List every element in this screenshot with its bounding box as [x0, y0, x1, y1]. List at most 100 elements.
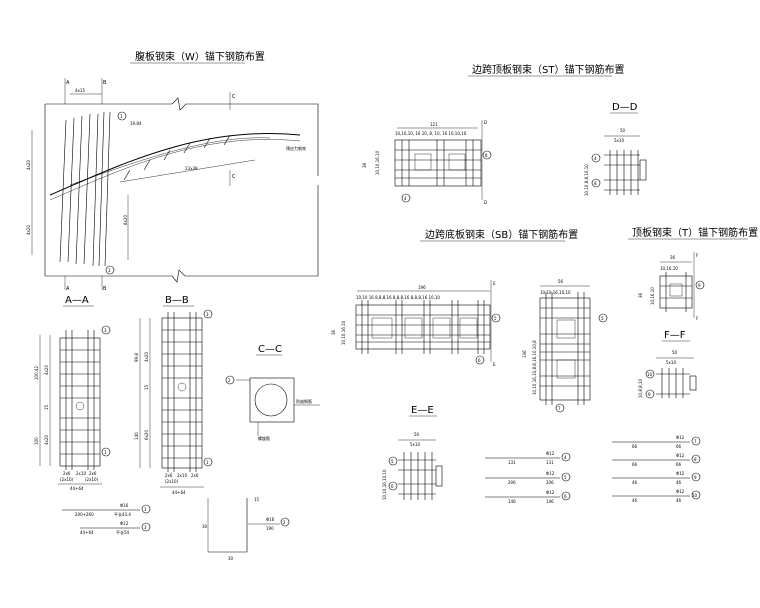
dd-sp: 5x10 [614, 138, 624, 143]
t-panel: 顶板钢束（T）锚下钢筋布置 36 10,16,10 10,16,10 36 F … [628, 226, 758, 321]
bb-b2: 2x10 [177, 473, 187, 478]
bar4-len: 131 [508, 460, 516, 465]
st-top: 121 [430, 122, 438, 127]
aa-d1: 100.42 [34, 366, 39, 380]
bar1-len: 200+260 [75, 512, 94, 517]
bar3-d: Φ12 [120, 521, 129, 526]
bar6-d: Φ12 [546, 490, 555, 495]
sb-e-top: E [493, 281, 496, 286]
dim-arc2: 23x39 [185, 166, 198, 171]
st-h: 36 [362, 162, 367, 168]
web-panel: 腹板钢束（W）锚下钢筋布置 A B A B C C 4x15 4x20 4x20 [26, 50, 319, 292]
dim-left2: 4x20 [26, 225, 31, 235]
bar9-n: 9 [694, 475, 697, 480]
bar10-n: 10 [692, 493, 698, 498]
t-top: 36 [670, 255, 676, 260]
bar9-len: 46 [632, 480, 638, 485]
bar8-d2: 66 [676, 462, 682, 467]
bar1-d: Φ16 [120, 503, 129, 508]
svg-text:2: 2 [228, 378, 231, 383]
t-h: 36 [638, 292, 643, 298]
t-title: 顶板钢束（T）锚下钢筋布置 [632, 226, 758, 239]
sb-spacing: 10,10 16 8,8,8,16 8,8,8,16 8,8,8,16 10,1… [356, 295, 440, 300]
bar-schedule-mid: 131 Φ12 131 4 206 Φ12 206 5 146 Φ12 146 … [485, 451, 571, 504]
st-d-top: D [484, 120, 487, 125]
bar5-n: 5 [564, 475, 567, 480]
ee-left: 10,10,16,10,10 [382, 469, 387, 500]
bar2-n: 2 [283, 520, 286, 525]
cut-c-top: C [232, 94, 236, 100]
ff-sp: 5x10 [666, 360, 676, 365]
bar6-n: 6 [564, 494, 567, 499]
bb-b3: 2x6 [191, 473, 199, 478]
aa-d3: 15 [44, 404, 49, 410]
bar4-d: Φ12 [546, 451, 555, 456]
bb-d3: 15 [144, 384, 149, 390]
section-ff: F—F 50 5x10 10 9 10,8,8,10 [638, 330, 697, 399]
ff-label: F—F [664, 330, 686, 341]
svg-text:5: 5 [391, 459, 394, 464]
section-cc: C—C 2 防崩钢筋 螺旋筋 [225, 344, 320, 441]
sbv-spacing: 10,10,16,10,10 [540, 290, 571, 295]
svg-text:8: 8 [594, 181, 597, 186]
cut-b-bot: B [103, 286, 107, 292]
cc-label: C—C [258, 344, 282, 355]
st-panel: 边跨顶板钢束（ST）锚下钢筋布置 121 10,10,10, 16 10, 8,… [362, 63, 624, 205]
bar4-d2: 131 [546, 460, 554, 465]
bar4-n: 4 [564, 455, 567, 460]
bar8-n: 8 [694, 457, 697, 462]
bar2-a: 15 [254, 497, 260, 502]
bar7-d2: 66 [676, 444, 682, 449]
aa-label: A—A [65, 295, 89, 306]
bb-d1: 99.8 [134, 353, 139, 362]
dd-label: D—D [612, 102, 638, 113]
bar2-c: 30 [228, 556, 234, 561]
bar8-d: Φ12 [676, 453, 685, 458]
bar-schedule-left: 200+260 Φ16 平长43.4 1 44+64 Φ12 平长54 3 15… [62, 497, 290, 561]
svg-text:6: 6 [478, 358, 481, 363]
sb-left: 10,10,16,10 [341, 320, 346, 345]
bar2-d: Φ16 [266, 517, 275, 522]
dim-arc1: 19.84 [130, 121, 142, 126]
bb-b4: (2x10) [165, 479, 179, 484]
bar-schedule-right: 66 Φ12 66 7 66 Φ12 66 8 46 Φ12 46 9 46 Φ… [612, 435, 701, 503]
bb-d4: 6x20 [144, 430, 149, 440]
section-dd: D—D 50 5x10 4 8 10,10,8,8,10,10 [584, 102, 647, 196]
aa-total: 44+64 [70, 486, 84, 491]
st-spacing: 10,10,10, 16 10, 8, 10, 16 10,10,10 [395, 131, 467, 136]
dd-w: 50 [620, 128, 626, 133]
t-f-top: F [696, 253, 699, 258]
bar3-n: 3 [144, 525, 147, 530]
bar5-d2: 206 [546, 480, 554, 485]
svg-text:9: 9 [698, 283, 701, 288]
dim-mid: 8x20 [123, 215, 128, 225]
sb-e-bot: E [493, 362, 496, 367]
aa-d4: 4x20 [44, 435, 49, 445]
bar7-n: 7 [694, 439, 697, 444]
bar10-d: Φ12 [676, 489, 685, 494]
bar10-d2: 46 [676, 498, 682, 503]
cc-l1: 防崩钢筋 [296, 398, 312, 404]
sb-panel: 边跨底板钢束（SB）锚下钢筋布置 196 10,10 16 8,8,8,16 8… [331, 228, 578, 367]
svg-text:3: 3 [104, 328, 107, 333]
bar5-len: 206 [508, 480, 516, 485]
cc-l2: 螺旋筋 [258, 435, 270, 441]
svg-text:7: 7 [558, 406, 561, 411]
dim-top: 4x15 [75, 88, 85, 93]
cut-c-bot: C [232, 174, 236, 180]
bar3-len: 44+64 [80, 530, 94, 535]
bar5-d: Φ12 [546, 471, 555, 476]
aa-d5: 100 [34, 437, 39, 445]
sb-top: 196 [418, 285, 426, 290]
svg-text:4: 4 [594, 156, 597, 161]
section-bb: B—B 3 1 99.8 4x20 15 6x20 140 2x6 2x10 2… [134, 295, 213, 495]
bar9-d: Φ12 [676, 471, 685, 476]
svg-text:1: 1 [120, 114, 123, 119]
svg-text:4: 4 [404, 196, 407, 201]
ee-sp: 5x10 [410, 442, 420, 447]
aa-b2: 2x10 [76, 471, 86, 476]
aa-b3: 2x6 [89, 471, 97, 476]
bar8-len: 66 [632, 462, 638, 467]
aa-b5: (2x10) [85, 477, 99, 482]
svg-text:5: 5 [601, 316, 604, 321]
